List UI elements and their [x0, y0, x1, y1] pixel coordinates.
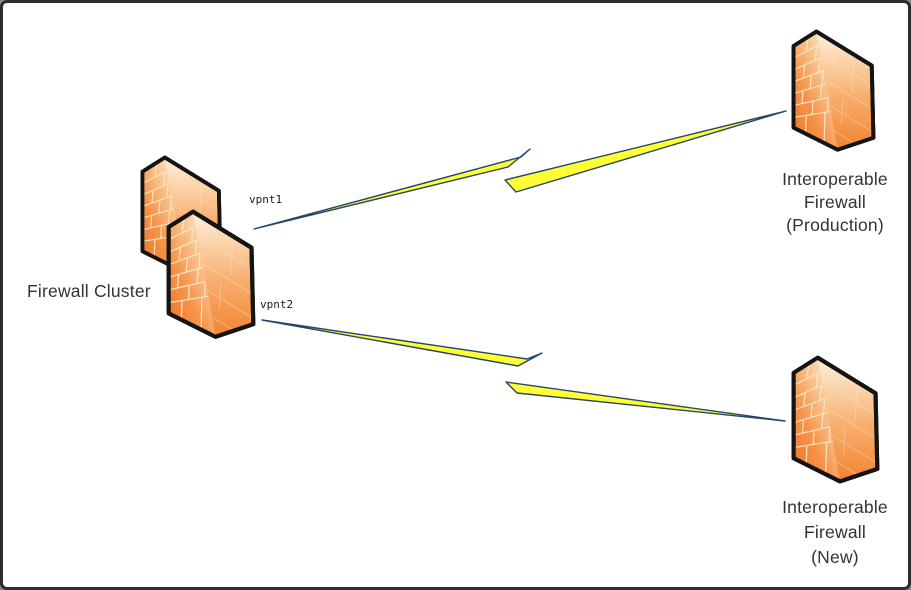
bolt-vpnt2-right-band [505, 381, 786, 422]
vpnt2-connection-label: vpnt2 [260, 298, 294, 311]
bolt-vpnt1-right-band [504, 110, 787, 193]
production-firewall-label: Interoperable Firewall (Production) [743, 168, 908, 237]
production-firewall-label-line2: Firewall [804, 192, 866, 212]
vpnt1-connection-label: vpnt1 [249, 193, 283, 206]
lightning-bolt-vpnt2 [261, 319, 786, 422]
bolt-vpnt1-left-band [253, 148, 531, 230]
production-firewall-label-line1: Interoperable [782, 169, 888, 189]
firewall-icon-new [794, 358, 878, 486]
bolt-vpnt2-left-band [261, 319, 543, 367]
lightning-bolt-vpnt1 [253, 110, 787, 230]
firewall-icon-production [794, 32, 874, 154]
firewall-icon-cluster-front [169, 212, 254, 342]
new-firewall-label-line1: Interoperable [782, 497, 888, 517]
production-firewall-label-line3: (Production) [786, 215, 884, 235]
new-firewall-label: Interoperable Firewall (New) [743, 495, 908, 570]
new-firewall-label-line3: (New) [811, 547, 859, 567]
firewall-cluster-label: Firewall Cluster [27, 281, 151, 301]
new-firewall-label-line2: Firewall [804, 522, 866, 542]
diagram-scene [3, 3, 911, 590]
